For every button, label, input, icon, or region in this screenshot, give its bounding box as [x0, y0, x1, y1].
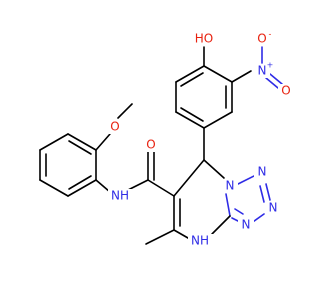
- bond: [68, 175, 92, 190]
- bond: [68, 140, 92, 155]
- bonds: [39, 46, 283, 245]
- bond: [265, 77, 279, 89]
- atom-labels: HO N + O - O O O NH N N N N NH: [107, 30, 294, 248]
- bond: [180, 107, 204, 122]
- bond: [145, 229, 175, 245]
- hydroxyl-label: HO: [195, 32, 213, 46]
- nitro-o-double-label: O: [281, 84, 290, 98]
- amide-nh-label: NH: [111, 189, 129, 203]
- bond: [203, 65, 233, 83]
- ring-nh4-label: NH: [191, 234, 209, 248]
- bond: [203, 159, 225, 179]
- bond: [234, 208, 244, 215]
- bond: [269, 73, 283, 85]
- ring-n7-label: N: [226, 179, 235, 193]
- bond: [175, 65, 205, 83]
- bond: [173, 229, 189, 239]
- molecule-diagram: HO N + O - O O O NH N N N N NH: [39, 29, 294, 248]
- nitro-o-minus-charge: -: [269, 30, 272, 39]
- nitro-n-label: N: [258, 64, 267, 78]
- bond: [211, 215, 231, 235]
- bond: [39, 133, 69, 151]
- carbonyl-o-label: O: [146, 138, 155, 152]
- bond: [173, 159, 205, 197]
- bond: [39, 179, 69, 197]
- bond: [259, 185, 265, 203]
- methoxy-o-label: O: [110, 120, 119, 134]
- bond: [175, 111, 205, 129]
- bond: [180, 72, 204, 87]
- bond: [95, 179, 111, 193]
- nitro-n-charge: +: [267, 61, 274, 70]
- bond: [237, 174, 257, 185]
- bond: [95, 133, 111, 151]
- bond: [203, 111, 233, 129]
- bond: [147, 179, 175, 197]
- bond: [225, 193, 231, 217]
- bond: [265, 183, 271, 201]
- bond: [117, 103, 133, 119]
- tetrazole-n1-label: N: [258, 165, 267, 179]
- tetrazole-n2-label: N: [269, 201, 278, 215]
- bond: [67, 179, 97, 197]
- nitro-o-minus-label: O: [257, 32, 266, 46]
- tetrazole-n3-label: N: [242, 218, 251, 232]
- bond: [127, 179, 149, 191]
- bond: [67, 133, 97, 151]
- bond: [231, 70, 252, 83]
